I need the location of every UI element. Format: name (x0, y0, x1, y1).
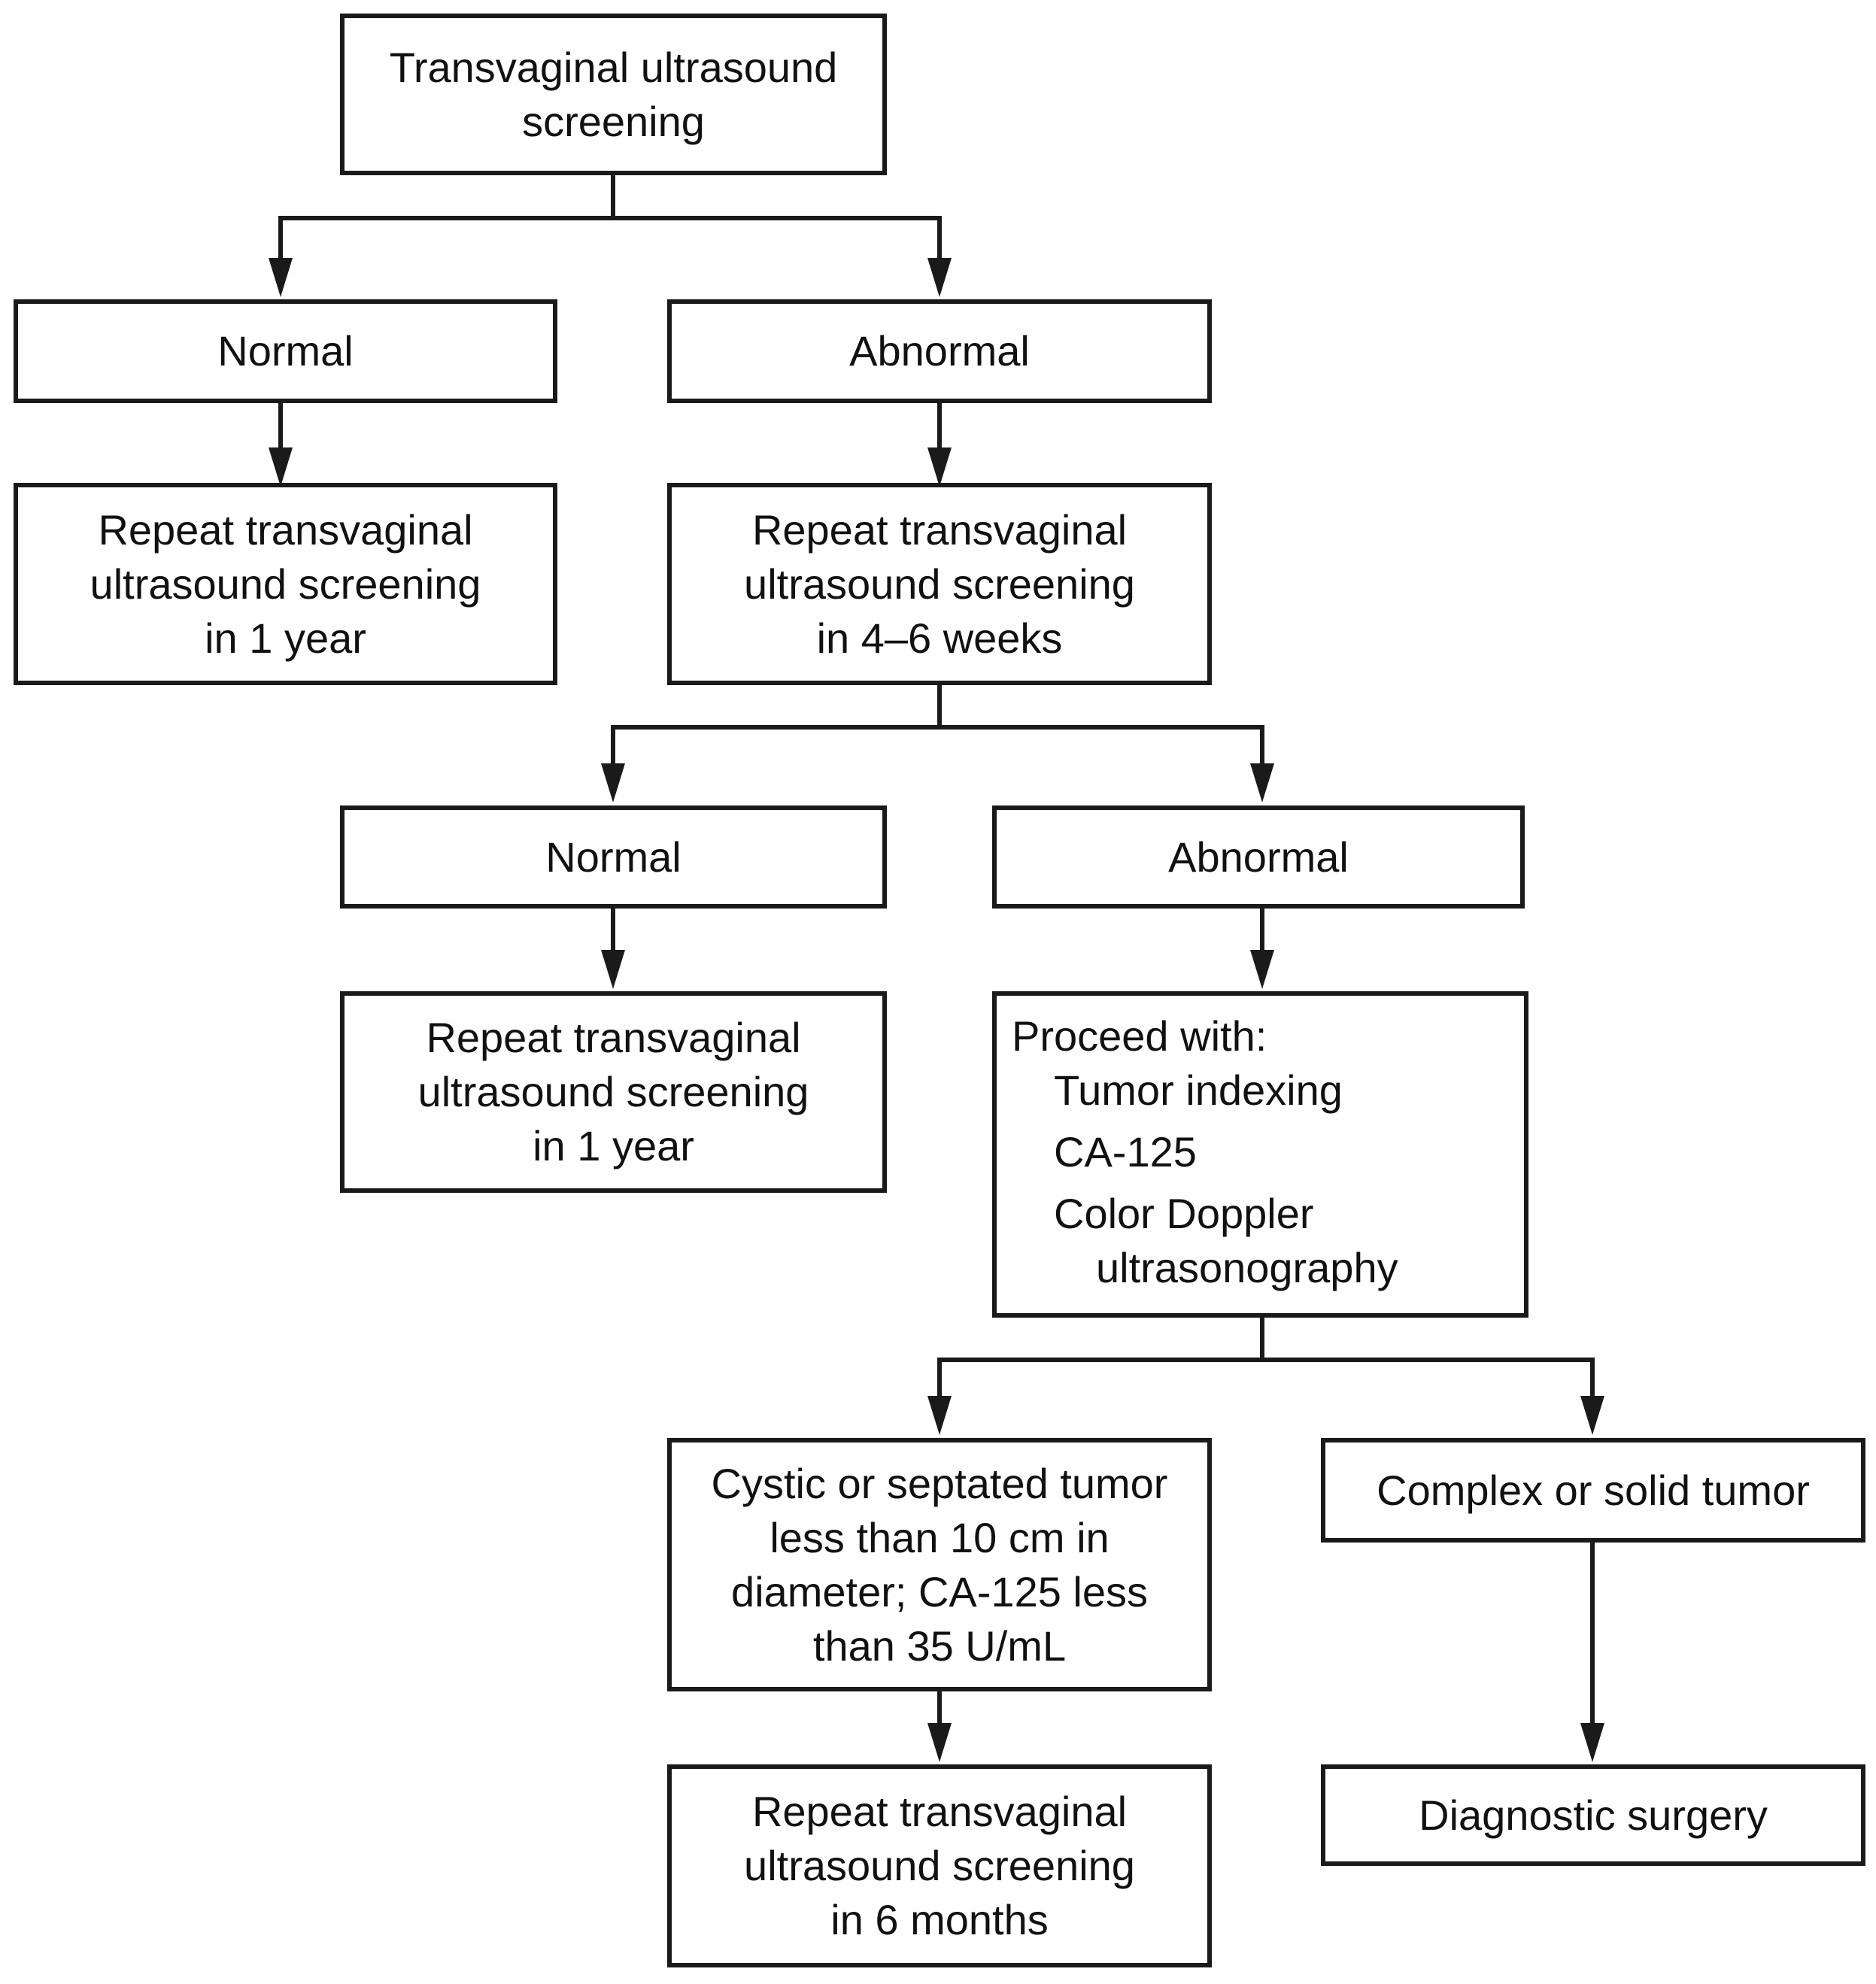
node-repeat-6-months-line-1: Repeat transvaginal (751, 1788, 1128, 1835)
arrowhead-abnormal-2 (1250, 763, 1274, 802)
node-repeat-1-year-a-line-1: Repeat transvaginal (98, 505, 473, 554)
connector-proceed-split (937, 1315, 1595, 1400)
node-repeat-6-months-line-2: ultrasound screening (744, 1842, 1135, 1889)
arrowhead-proceed (1250, 950, 1274, 989)
node-normal-2: Normal (340, 805, 887, 909)
arrowhead-normal-2 (601, 763, 625, 802)
node-proceed-item-ca125: CA-125 (1054, 1128, 1197, 1176)
node-repeat-4-6-weeks-line-3: in 4–6 weeks (816, 614, 1063, 662)
node-repeat-6-months-line-3: in 6 months (830, 1896, 1049, 1943)
node-cystic-tumor: Cystic or septated tumor less than 10 cm… (667, 1438, 1212, 1691)
node-start-line-1: Transvaginal ultrasound (389, 43, 838, 91)
node-cystic-line-2: less than 10 cm in (770, 1513, 1110, 1561)
node-proceed-heading: Proceed with: (1012, 1012, 1267, 1060)
arrowhead-normal-1 (269, 258, 293, 297)
node-proceed-item-ultrasonography: ultrasonography (1096, 1244, 1398, 1291)
node-repeat-4-6-weeks-line-1: Repeat transvaginal (751, 505, 1128, 554)
node-cystic-line-1: Cystic or septated tumor (711, 1459, 1168, 1507)
node-abnormal-2-label: Abnormal (1168, 833, 1349, 881)
node-repeat-4-6-weeks: Repeat transvaginal ultrasound screening… (667, 483, 1212, 685)
node-proceed: Proceed with: Tumor indexing CA-125 Colo… (992, 991, 1528, 1318)
node-start: Transvaginal ultrasound screening (340, 14, 887, 175)
node-repeat-1-year-a-line-2: ultrasound screening (90, 560, 481, 608)
arrowhead-repeat-4-6-weeks (927, 447, 952, 487)
node-normal-1: Normal (14, 299, 557, 403)
node-complex-label: Complex or solid tumor (1377, 1466, 1810, 1514)
node-start-line-2: screening (522, 97, 705, 145)
node-repeat-1-year-a: Repeat transvaginal ultrasound screening… (14, 483, 557, 685)
node-repeat-4-6-weeks-line-2: ultrasound screening (744, 560, 1135, 608)
node-repeat-1-year-b-line-3: in 1 year (533, 1122, 694, 1169)
arrowhead-surgery (1580, 1723, 1604, 1762)
node-cystic-line-3: diameter; CA-125 less (730, 1567, 1148, 1615)
node-repeat-1-year-b: Repeat transvaginal ultrasound screening… (340, 991, 887, 1193)
node-normal-1-label: Normal (217, 327, 354, 375)
arrowhead-repeat-1-year-b (601, 950, 625, 989)
node-repeat-6-months: Repeat transvaginal ultrasound screening… (667, 1764, 1212, 1967)
node-complex-tumor: Complex or solid tumor (1321, 1438, 1865, 1543)
arrowhead-cystic (927, 1396, 952, 1435)
node-normal-2-label: Normal (545, 833, 681, 881)
node-repeat-1-year-b-line-2: ultrasound screening (417, 1068, 809, 1115)
node-repeat-1-year-b-line-1: Repeat transvaginal (426, 1014, 801, 1061)
connector-start-split (278, 173, 942, 262)
node-abnormal-1-label: Abnormal (849, 327, 1030, 375)
node-diagnostic-surgery: Diagnostic surgery (1321, 1764, 1865, 1866)
arrowhead-complex (1580, 1396, 1604, 1435)
node-abnormal-2: Abnormal (992, 805, 1525, 909)
arrowhead-abnormal-1 (927, 258, 952, 297)
arrowhead-repeat-1-year-a (269, 447, 293, 487)
node-proceed-item-color-doppler: Color Doppler (1054, 1190, 1314, 1237)
arrowhead-repeat-6-months (927, 1723, 952, 1762)
node-proceed-item-tumor-indexing: Tumor indexing (1054, 1066, 1343, 1114)
node-cystic-line-4: than 35 U/mL (812, 1621, 1067, 1670)
connector-repeat46-split (611, 683, 1264, 767)
node-surgery-label: Diagnostic surgery (1419, 1791, 1768, 1839)
node-repeat-1-year-a-line-3: in 1 year (205, 614, 366, 662)
node-abnormal-1: Abnormal (667, 299, 1212, 403)
